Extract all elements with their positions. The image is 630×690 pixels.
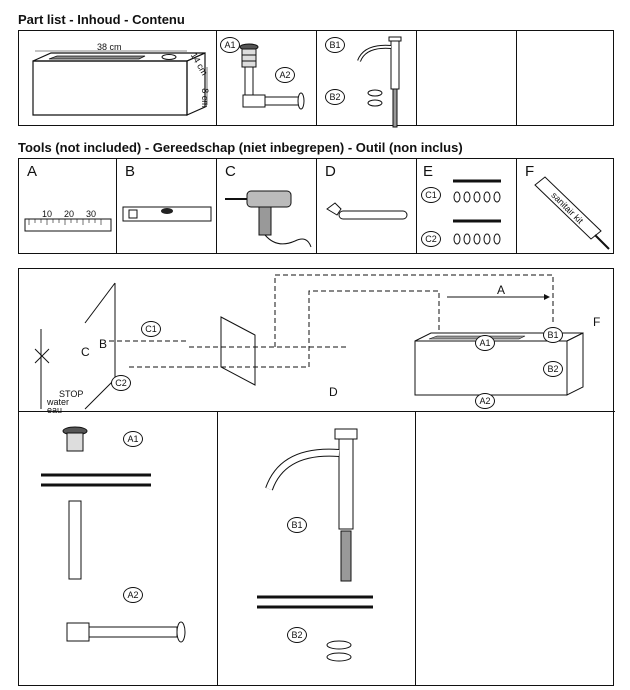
overview-b2-marker: B2 [543, 361, 563, 377]
ruler-tick-20: 20 [64, 209, 75, 219]
stop-label: STOP [59, 389, 84, 399]
parts-b1-marker: B1 [325, 37, 345, 53]
basin-width-label: 38 cm [97, 42, 122, 52]
tool-cell-level: B [117, 159, 217, 253]
water-label: water [47, 397, 70, 407]
spirit-level-icon [122, 206, 212, 222]
drain-detail-drawing [41, 426, 186, 643]
parts-a2-marker: A2 [275, 67, 295, 83]
sealant-tube-icon [534, 176, 610, 250]
drill-icon [225, 190, 312, 248]
tool-e-c2-marker: C2 [421, 231, 441, 247]
eau-label: eau [47, 405, 63, 415]
detail-empty-cell [415, 411, 615, 685]
tool-cell-ruler: A 10 20 30 [19, 159, 117, 253]
wrench-icon [326, 202, 408, 220]
parts-cell-drain: A1 A2 [217, 31, 317, 125]
ruler-icon [24, 218, 112, 232]
tool-b-letter: B [125, 163, 136, 180]
overview-drawing [34, 274, 584, 410]
parts-b2-marker: B2 [325, 89, 345, 105]
ruler-tick-10: 10 [42, 209, 53, 219]
parts-cell-basin: 38 cm 14 cm 8 cm [19, 31, 217, 125]
drain-drawing [239, 43, 305, 110]
basin-height-label: 8 cm [199, 88, 210, 108]
overview-f-label: F [593, 315, 601, 329]
tool-cell-sealant: F sanitair kit [517, 159, 615, 253]
screws-plugs-icon [453, 179, 501, 245]
parts-heading: Part list - Inhoud - Contenu [18, 12, 185, 27]
installation-overview: C B C1 C2 D A F A1 B1 B2 A2 STOP water e… [19, 269, 615, 415]
tools-heading: Tools (not included) - Gereedschap (niet… [18, 140, 463, 155]
overview-c1-marker: C1 [141, 321, 161, 337]
parts-cell-tap: B1 B2 [317, 31, 417, 128]
tool-cell-screws: E C1 C2 [417, 159, 517, 253]
overview-a1-marker: A1 [475, 335, 495, 351]
parts-cell-empty-1 [417, 31, 517, 125]
tool-f-letter: F [525, 163, 535, 180]
overview-a-label: A [497, 283, 506, 297]
tool-cell-wrench: D [317, 159, 417, 253]
overview-c-label: C [81, 345, 90, 359]
tools-table: A 10 20 30 B C [18, 158, 614, 254]
parts-a1-marker: A1 [220, 37, 240, 53]
tool-c-letter: C [225, 163, 236, 180]
tool-e-c1-marker: C1 [421, 187, 441, 203]
parts-cell-empty-2 [517, 31, 615, 125]
detail-b2-marker: B2 [287, 627, 307, 643]
tap-drawing [357, 36, 402, 128]
tap-detail-drawing [257, 428, 373, 662]
tool-e-letter: E [423, 163, 434, 180]
tool-a-letter: A [27, 163, 38, 180]
overview-a2-marker: A2 [475, 393, 495, 409]
installation-panel: C B C1 C2 D A F A1 B1 B2 A2 STOP water e… [18, 268, 615, 686]
detail-drain-cell: A1 A2 [19, 411, 218, 685]
parts-table: 38 cm 14 cm 8 cm A1 A2 B1 B2 [18, 30, 615, 128]
ruler-tick-30: 30 [86, 209, 97, 219]
detail-a2-marker: A2 [123, 587, 143, 603]
overview-c2-marker: C2 [111, 375, 131, 391]
basin-drawing [32, 50, 208, 116]
tool-cell-drill: C [217, 159, 317, 253]
overview-d-label: D [329, 385, 338, 399]
tool-d-letter: D [325, 163, 336, 180]
detail-b1-marker: B1 [287, 517, 307, 533]
detail-tap-cell: B1 B2 [217, 411, 416, 685]
overview-b-label: B [99, 337, 108, 351]
detail-a1-marker: A1 [123, 431, 143, 447]
overview-b1-marker: B1 [543, 327, 563, 343]
